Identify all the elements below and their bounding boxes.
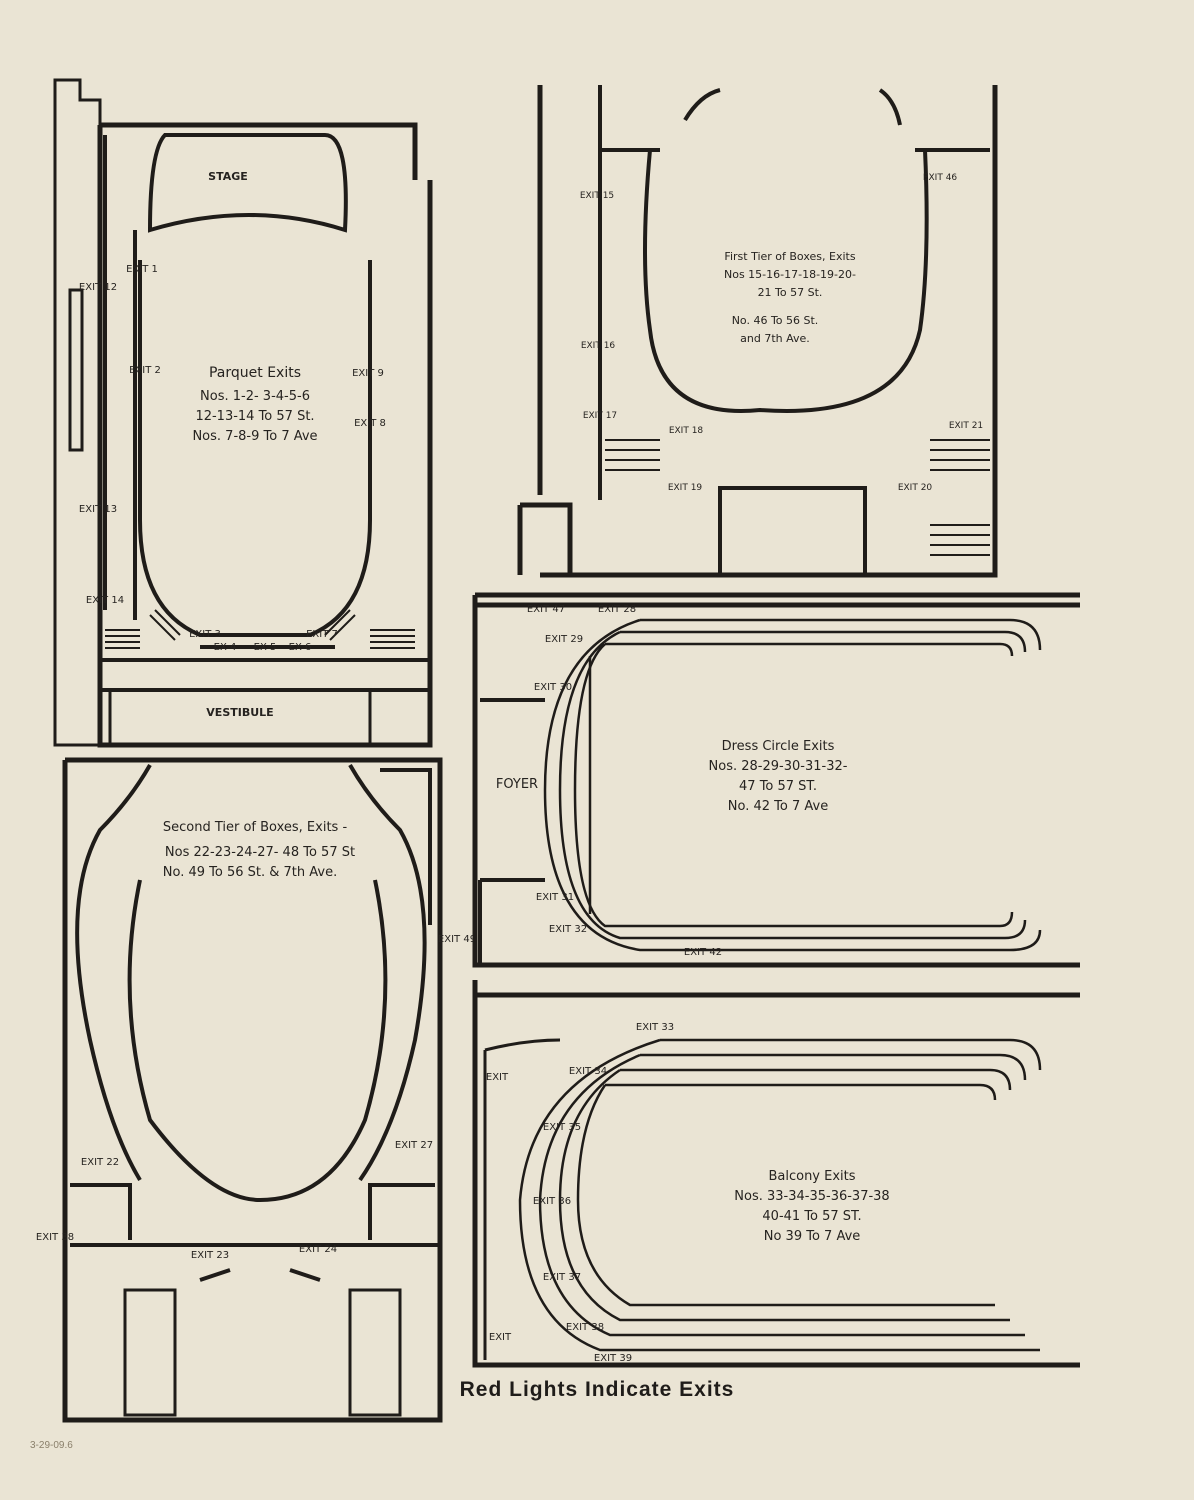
exit-16: EXIT 16 [581, 341, 616, 351]
exit-34: EXIT 34 [569, 1066, 607, 1077]
second-tier-line-1: Nos 22-23-24-27- 48 To 57 St [165, 845, 355, 860]
balcony-line-2: 40-41 To 57 ST. [762, 1209, 861, 1224]
dress-circle-line-2: 47 To 57 ST. [739, 779, 817, 794]
exit-29: EXIT 29 [545, 634, 583, 645]
exit-18: EXIT 18 [669, 426, 704, 436]
parquet-line-1: Nos. 1-2- 3-4-5-6 [200, 389, 310, 404]
second-tier-plan: Second Tier of Boxes, Exits - Nos 22-23-… [36, 757, 476, 1423]
exit-8: EXIT 8 [354, 418, 386, 429]
exit-47: EXIT 47 [527, 604, 565, 615]
exit-20: EXIT 20 [898, 483, 933, 493]
exit-5: EX 5 [254, 642, 277, 653]
exit-balcony-left-top: EXIT [486, 1072, 509, 1083]
balcony-title: Balcony Exits [768, 1169, 855, 1184]
exit-3: EXIT 3 [189, 629, 221, 640]
exit-46: EXIT 46 [923, 173, 958, 183]
exit-14: EXIT 14 [86, 595, 124, 606]
balcony-plan: Balcony Exits Nos. 33-34-35-36-37-38 40-… [472, 980, 1080, 1368]
exit-15: EXIT 15 [580, 191, 614, 201]
exit-28: EXIT 28 [598, 604, 636, 615]
exit-31: EXIT 31 [536, 892, 574, 903]
exit-38: EXIT 38 [566, 1322, 604, 1333]
exit-38-side: EXIT 38 [36, 1232, 74, 1243]
exit-35: EXIT 35 [543, 1122, 581, 1133]
first-tier-line-4: and 7th Ave. [740, 332, 810, 345]
exit-6: EX 6 [289, 642, 312, 653]
exit-33: EXIT 33 [636, 1022, 674, 1033]
first-tier-plan: First Tier of Boxes, Exits Nos 15-16-17-… [517, 85, 998, 578]
balcony-line-1: Nos. 33-34-35-36-37-38 [734, 1189, 889, 1204]
caption: Red Lights Indicate Exits [459, 1378, 735, 1401]
first-tier-line-2: 21 To 57 St. [758, 286, 823, 299]
exit-27: EXIT 27 [395, 1140, 433, 1151]
exit-19: EXIT 19 [668, 483, 703, 493]
exit-49: EXIT 49 [438, 934, 476, 945]
exit-21: EXIT 21 [949, 421, 983, 431]
dress-circle-plan: FOYER Dress Circle Exits Nos. 28-29-30-3… [472, 592, 1080, 968]
exit-4: EX 4 [214, 642, 237, 653]
exit-42: EXIT 42 [684, 947, 722, 958]
second-tier-title: Second Tier of Boxes, Exits - [163, 820, 348, 835]
dress-circle-line-3: No. 42 To 7 Ave [728, 799, 828, 814]
exit-2: EXIT 2 [129, 365, 161, 376]
exit-30: EXIT 30 [534, 682, 572, 693]
foyer-label: FOYER [496, 777, 538, 792]
exit-7: EXIT 7 [306, 629, 338, 640]
exit-balcony-left-bottom: EXIT [489, 1332, 512, 1343]
exit-22: EXIT 22 [81, 1157, 119, 1168]
stage-label: STAGE [208, 170, 248, 183]
dress-circle-line-1: Nos. 28-29-30-31-32- [709, 759, 848, 774]
exit-1: EXIT 1 [126, 264, 158, 275]
vestibule-label: VESTIBULE [206, 706, 273, 719]
exit-24: EXIT 24 [299, 1244, 337, 1255]
exit-12: EXIT 12 [79, 282, 117, 293]
exit-13: EXIT 13 [79, 504, 117, 515]
balcony-line-3: No 39 To 7 Ave [764, 1229, 861, 1244]
parquet-plan: STAGE VESTIBULE Parquet Exits Nos. 1-2- … [53, 78, 433, 748]
exit-36: EXIT 36 [533, 1196, 571, 1207]
second-tier-line-2: No. 49 To 56 St. & 7th Ave. [163, 865, 337, 880]
exit-23: EXIT 23 [191, 1250, 229, 1261]
first-tier-line-3: No. 46 To 56 St. [732, 314, 819, 327]
exit-39: EXIT 39 [594, 1353, 632, 1364]
parquet-line-3: Nos. 7-8-9 To 7 Ave [192, 429, 317, 444]
first-tier-title: First Tier of Boxes, Exits [724, 250, 855, 263]
first-tier-line-1: Nos 15-16-17-18-19-20- [724, 268, 856, 281]
exit-37: EXIT 37 [543, 1272, 581, 1283]
dress-circle-title: Dress Circle Exits [722, 739, 835, 754]
exit-32: EXIT 32 [549, 924, 587, 935]
exit-9: EXIT 9 [352, 368, 384, 379]
exit-17: EXIT 17 [583, 411, 617, 421]
parquet-line-2: 12-13-14 To 57 St. [195, 409, 314, 424]
parquet-title: Parquet Exits [209, 365, 301, 381]
margin-note: 3-29-09.6 [30, 1440, 73, 1451]
